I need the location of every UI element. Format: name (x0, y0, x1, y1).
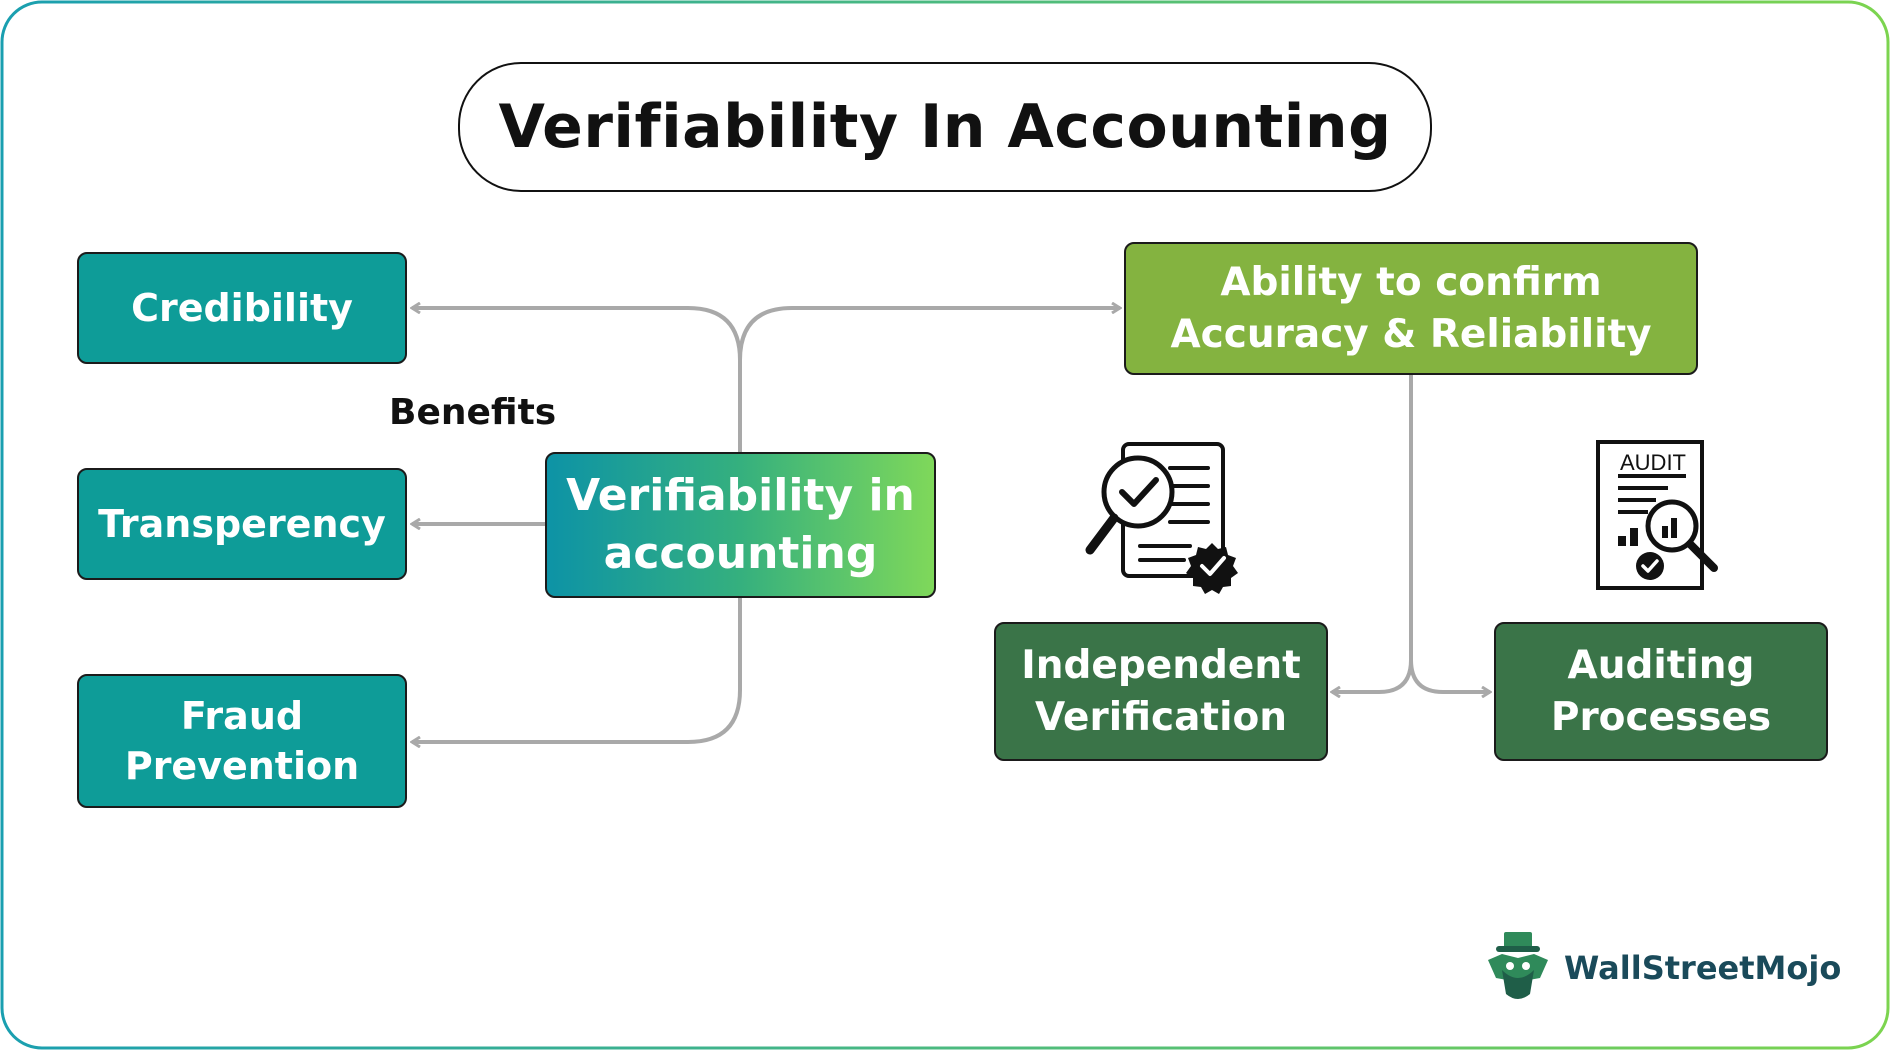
method-auditing-processes: Auditing Processes (1494, 622, 1828, 761)
page-title: Verifiability In Accounting (458, 62, 1432, 192)
connector-to-ability (738, 308, 1120, 361)
center-node: Verifiability in accounting (545, 452, 936, 598)
benefit-credibility: Credibility (77, 252, 407, 364)
connector-to-auditing (1409, 659, 1490, 692)
benefits-label: Benefits (389, 392, 557, 433)
wallstreetmojo-logo: WallStreetMojo (1480, 930, 1841, 1006)
audit-report-icon: AUDIT (1596, 440, 1718, 590)
method-independent-verification: Independent Verification (994, 622, 1328, 761)
benefit-fraud-prevention: Fraud Prevention (77, 674, 407, 808)
benefit-transperency: Transperency (77, 468, 407, 580)
mojo-mascot-icon (1488, 932, 1548, 999)
definition-node: Ability to confirm Accuracy & Reliabilit… (1124, 242, 1698, 375)
brand-name: WallStreetMojo (1564, 949, 1842, 987)
connector-to-fraud (412, 598, 742, 742)
audit-icon-label: AUDIT (1620, 450, 1686, 475)
connector-to-independent (1332, 375, 1413, 692)
verification-document-icon (1085, 442, 1238, 594)
